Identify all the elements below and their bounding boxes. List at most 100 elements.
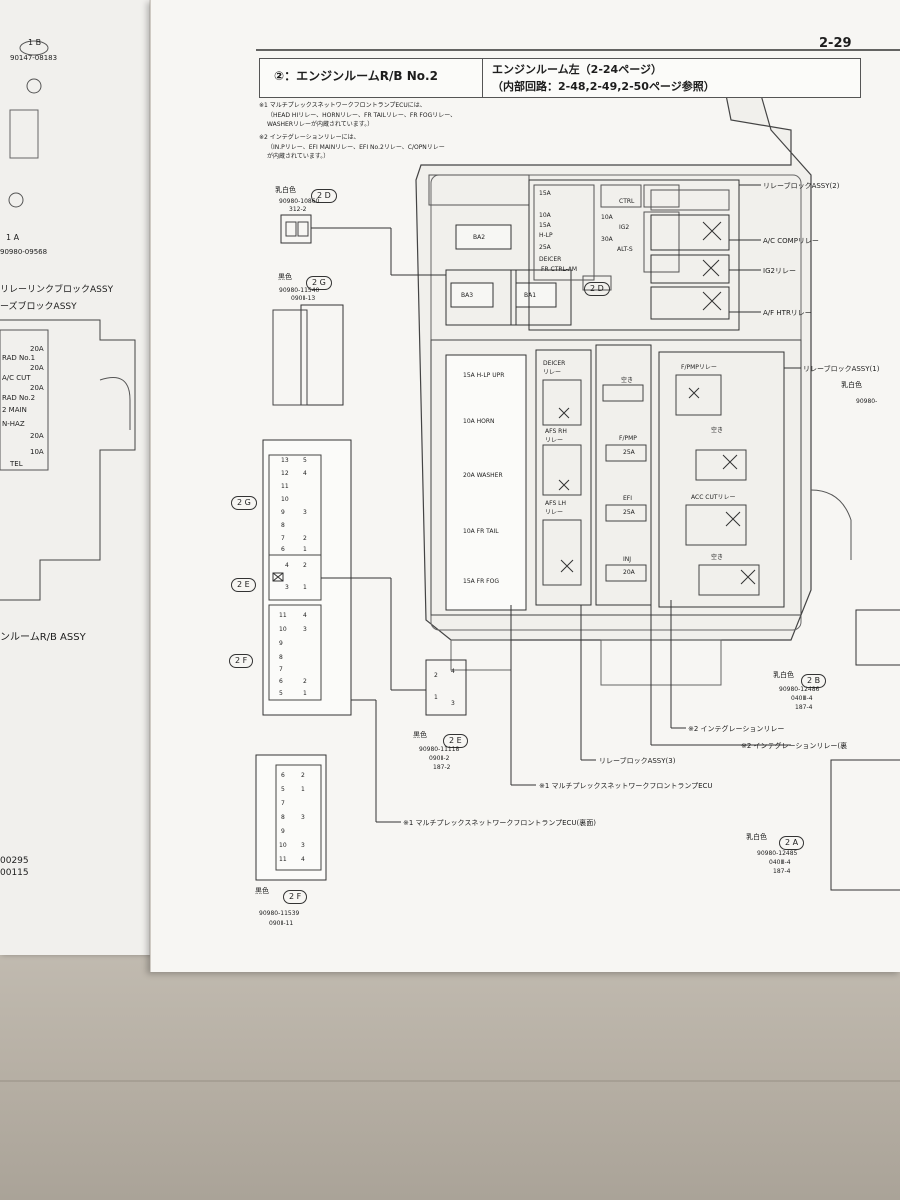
connector-2e-sub1: 090Ⅱ-2 — [429, 755, 450, 762]
pin: 9 — [281, 828, 285, 835]
left-block-label-1: リレーリンクブロックASSY — [0, 285, 114, 295]
callout-relay-block-1: リレーブロックASSY(1) — [803, 365, 880, 373]
connector-2b-part: 90980-12486 — [779, 686, 820, 693]
efi-fuse: EFI — [623, 495, 633, 502]
left-part-number-top: 90147-08183 — [10, 54, 58, 62]
left-fuse: 20A — [30, 384, 44, 392]
pin: 2 — [301, 772, 305, 779]
header-title: ②：エンジンルームR/B No.2 — [274, 69, 438, 83]
fpmp-fuse-value: 25A — [623, 449, 635, 456]
pin: 5 — [303, 457, 307, 464]
fuse-ba1: BA1 — [524, 292, 537, 299]
top-fuse: 15A — [539, 190, 551, 197]
pin: 7 — [279, 666, 283, 673]
left-connector-1b: 1 B — [28, 38, 42, 47]
pin: 6 — [281, 546, 285, 553]
pin: 10 — [279, 626, 287, 633]
ecu-fuse: 10A FR TAIL — [463, 528, 499, 535]
left-fuse: 20A — [30, 345, 44, 353]
note-2-line-2: （IN.Pリレー、EFI MAINリレー、EFI No.2リレー、C/OPNリレ… — [267, 144, 445, 151]
pin: 2 — [303, 535, 307, 542]
left-fuse: RAD No.2 — [2, 394, 36, 402]
empty-slot: 空き — [711, 427, 724, 434]
callout-ig2-relay: IG2リレー — [763, 267, 796, 275]
pin: 9 — [279, 640, 283, 647]
connector-2g-sub: 090Ⅱ-13 — [291, 295, 316, 302]
ecu-fuse: 10A HORN — [463, 418, 495, 425]
connector-2g-id: 2 G — [306, 270, 332, 290]
connector-2d-color: 乳白色 — [275, 186, 296, 194]
connector-2b-color: 乳白色 — [773, 671, 794, 679]
wiring-diagram — [255, 49, 900, 891]
connector-2e-part: 90980-11118 — [419, 746, 460, 753]
pin: 8 — [281, 522, 285, 529]
efi-fuse-value: 25A — [623, 509, 635, 516]
callout-front-lamp-ecu-back: ※1 マルチプレックスネットワークフロントランプECU(裏面) — [403, 819, 597, 827]
callout-integration-relay: ※2 インテグレーションリレー — [688, 725, 785, 733]
pin: 6 — [281, 772, 285, 779]
top-fuse: ALT-S — [617, 246, 633, 253]
callout-relay-block-3: リレーブロックASSY(3) — [599, 757, 676, 765]
pin: 8 — [279, 654, 283, 661]
connector-2b-sub1: 040Ⅲ-4 — [791, 695, 813, 702]
note-1-line-2: （HEAD HIリレー、HORNリレー、FR TAILリレー、FR FOGリレー… — [267, 112, 457, 119]
pin: 2 — [434, 672, 438, 679]
pin: 11 — [279, 612, 287, 619]
pin: 8 — [281, 814, 285, 821]
ecu-fuse: 20A WASHER — [463, 472, 503, 479]
top-fuse: 25A — [539, 244, 551, 251]
pin: 2 — [303, 678, 307, 685]
acc-cut-relay: ACC CUTリレー — [691, 494, 736, 501]
connector-2e-sub2: 187-2 — [433, 764, 451, 771]
connector-2g-part: 90980-11540 — [279, 287, 320, 294]
left-code-2: 00115 — [0, 868, 29, 878]
inj-fuse: INJ — [623, 556, 632, 563]
callout-af-htr-relay: A/F HTRリレー — [763, 309, 812, 317]
pin: 12 — [281, 470, 289, 477]
pin: 3 — [285, 584, 289, 591]
pin: 7 — [281, 535, 285, 542]
callout-right-color: 乳白色 — [841, 381, 862, 389]
connector-2b-sub2: 187-4 — [795, 704, 813, 711]
pin: 11 — [281, 483, 289, 490]
connector-2f-part: 90980-11539 — [259, 910, 300, 917]
ecu-fuse: 15A H-LP UPR — [463, 372, 505, 379]
side-label-2e: 2 E — [231, 572, 256, 592]
pin: 3 — [451, 700, 455, 707]
pin: 1 — [301, 786, 305, 793]
header-divider — [482, 59, 483, 97]
pin: 4 — [303, 470, 307, 477]
pin: 4 — [301, 856, 305, 863]
header-reference: （内部回路：2-48,2-49,2-50ページ参照） — [492, 80, 715, 93]
top-fuse: IG2 — [619, 224, 630, 231]
connector-2d-sub: 312-2 — [289, 206, 307, 213]
connector-2d-part: 90980-10860 — [279, 198, 320, 205]
connector-2c-part: 90980- — [856, 398, 878, 405]
left-fuse: TEL — [10, 460, 23, 468]
page-number: 2-29 — [819, 36, 852, 51]
top-fuse: FR CTRL-AM — [541, 266, 578, 273]
pin: 11 — [279, 856, 287, 863]
top-fuse: DEICER — [539, 256, 562, 263]
connector-2a-sub1: 040Ⅲ-4 — [769, 859, 791, 866]
empty-slot: 空き — [621, 377, 634, 384]
deicer-relay: DEICER リレー — [543, 360, 566, 376]
connector-2f-id: 2 F — [283, 884, 308, 904]
left-fuse: 2 MAIN — [2, 406, 27, 414]
connector-2e-color: 黒色 — [413, 731, 427, 739]
left-fuse: A/C CUT — [2, 374, 31, 382]
fuse-ba2: BA2 — [473, 234, 486, 241]
connector-2d-in-block: 2 D — [584, 276, 610, 296]
main-page: 2-29 ②：エンジンルームR/B No.2 エンジンルーム左（2-24ページ）… — [150, 0, 900, 972]
note-2-line-3: が内蔵されています。） — [267, 153, 330, 160]
connector-2a-id: 2 A — [779, 830, 805, 850]
connector-2b-id: 2 B — [801, 668, 827, 688]
fpmp-relay: F/PMPリレー — [681, 364, 717, 371]
connector-2a-sub2: 187-4 — [773, 868, 791, 875]
pin: 13 — [281, 457, 289, 464]
left-fuse: 20A — [30, 432, 44, 440]
connector-2f-sub: 090Ⅱ-11 — [269, 920, 294, 927]
left-connector-1a: 1 A — [6, 233, 20, 242]
pin: 10 — [279, 842, 287, 849]
note-1: ※1 マルチプレックスネットワークフロントランプECUには、 — [259, 102, 426, 109]
